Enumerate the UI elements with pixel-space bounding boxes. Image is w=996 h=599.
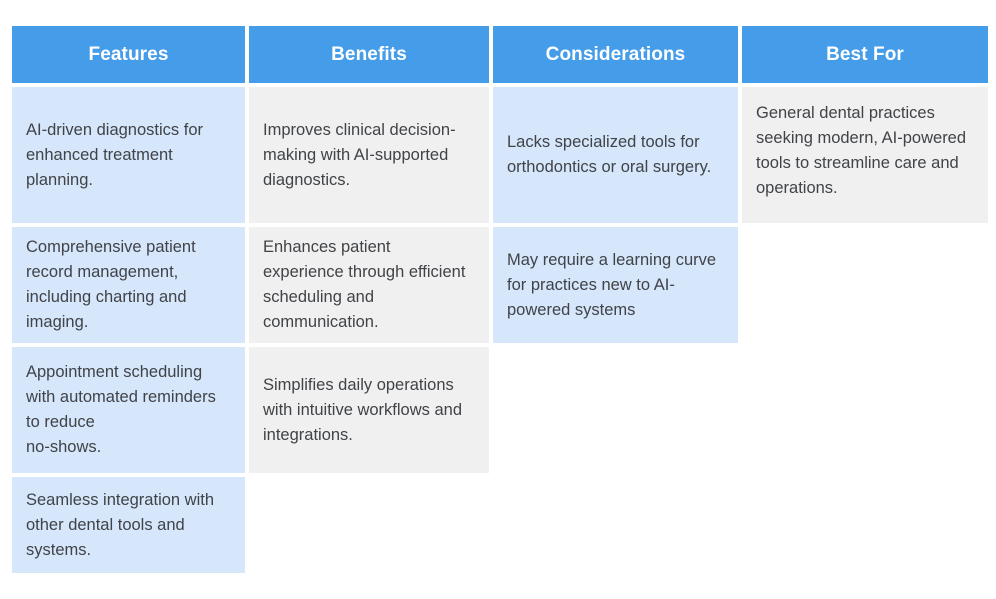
cell-text: Comprehensive patient record management,… (26, 238, 196, 331)
cell-best-for-empty (742, 347, 988, 473)
cell-text: General dental practices seeking modern,… (756, 104, 967, 197)
cell-considerations: May require a learning curve for practic… (493, 227, 738, 343)
column-header-best-for: Best For (742, 26, 988, 83)
column-header-considerations: Considerations (493, 26, 738, 83)
cell-text: Seamless integration with other dental t… (26, 490, 215, 559)
column-header-features: Features (12, 26, 245, 83)
cell-text: Improves clinical decision-making with A… (263, 120, 456, 189)
cell-features: AI-driven diagnostics for enhanced treat… (12, 87, 245, 223)
cell-features: Appointment scheduling with automated re… (12, 347, 245, 473)
cell-benefits: Simplifies daily operations with intuiti… (249, 347, 489, 473)
cell-text: Simplifies daily operations with intuiti… (263, 375, 462, 444)
cell-considerations: Lacks specialized tools for orthodontics… (493, 87, 738, 223)
cell-text: Lacks specialized tools for orthodontics… (507, 133, 712, 176)
cell-text: Enhances patient experience through effi… (263, 238, 466, 331)
cell-text: May require a learning curve for practic… (507, 250, 717, 319)
cell-benefits: Improves clinical decision-making with A… (249, 87, 489, 223)
column-header-benefits: Benefits (249, 26, 489, 83)
cell-benefits-empty (249, 477, 489, 573)
cell-benefits: Enhances patient experience through effi… (249, 227, 489, 343)
cell-best-for: General dental practices seeking modern,… (742, 87, 988, 223)
cell-text: Appointment scheduling with automated re… (26, 363, 216, 456)
cell-considerations-empty (493, 477, 738, 573)
comparison-table: Features Benefits Considerations Best Fo… (12, 26, 988, 573)
cell-features: Seamless integration with other dental t… (12, 477, 245, 573)
cell-text: AI-driven diagnostics for enhanced treat… (26, 120, 203, 189)
cell-best-for-empty (742, 227, 988, 343)
cell-best-for-empty (742, 477, 988, 573)
cell-features: Comprehensive patient record management,… (12, 227, 245, 343)
cell-considerations-empty (493, 347, 738, 473)
